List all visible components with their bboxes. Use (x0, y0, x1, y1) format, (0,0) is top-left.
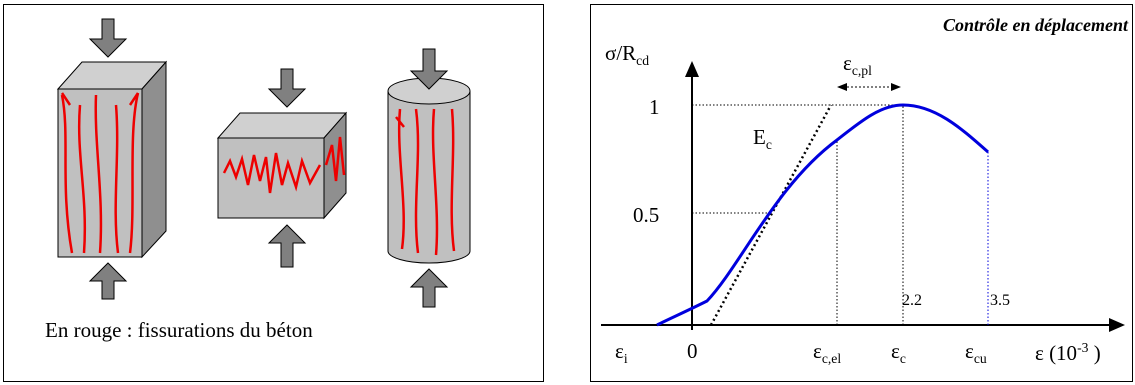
value-2-2: 2.2 (902, 292, 922, 309)
x-axis-arrowhead (1109, 318, 1125, 332)
cylinder-arrows (409, 48, 449, 308)
cube-cracks (222, 136, 346, 194)
eps-c-label: εc (891, 339, 906, 367)
specimens-panel: En rouge : fissurations du béton (3, 4, 544, 382)
stress-strain-curve (656, 103, 989, 327)
stress-strain-diagram (601, 61, 1125, 332)
tangent-modulus-label: Ec (753, 125, 772, 153)
y-axis-label: σ/Rcd (605, 41, 650, 69)
value-3-5: 3.5 (990, 292, 1010, 309)
y-tick-05: 0.5 (633, 203, 660, 227)
cylinder-cracks (395, 108, 456, 256)
tall-prism (56, 60, 168, 259)
stress-strain-panel: Contrôle en déplacement σ/Rcd 1 0.5 Ec ε… (590, 4, 1133, 382)
panel-title: Contrôle en déplacement (943, 15, 1128, 35)
tall-prism-arrows (88, 18, 128, 300)
x-axis-label: ε (10-3 ) (1035, 340, 1101, 365)
cube-arrows (267, 68, 307, 268)
plastic-strain-arrow (837, 83, 901, 91)
crack-legend-caption: En rouge : fissurations du béton (45, 318, 313, 342)
eps-i-label: εi (615, 339, 628, 367)
cube-specimen (216, 111, 348, 220)
cylinder-specimen (387, 77, 471, 264)
eps-cu-label: εcu (965, 339, 987, 367)
eps-cel-label: εc,el (813, 339, 842, 367)
x-origin-label: 0 (687, 339, 698, 363)
y-axis-arrowhead (685, 61, 699, 77)
plastic-strain-label: εc,pl (843, 51, 872, 79)
guide-lines (692, 104, 904, 325)
tall-prism-cracks (60, 92, 140, 254)
y-tick-1: 1 (649, 95, 660, 119)
specimens-illustration (56, 18, 471, 308)
tangent-modulus-line (709, 104, 833, 326)
